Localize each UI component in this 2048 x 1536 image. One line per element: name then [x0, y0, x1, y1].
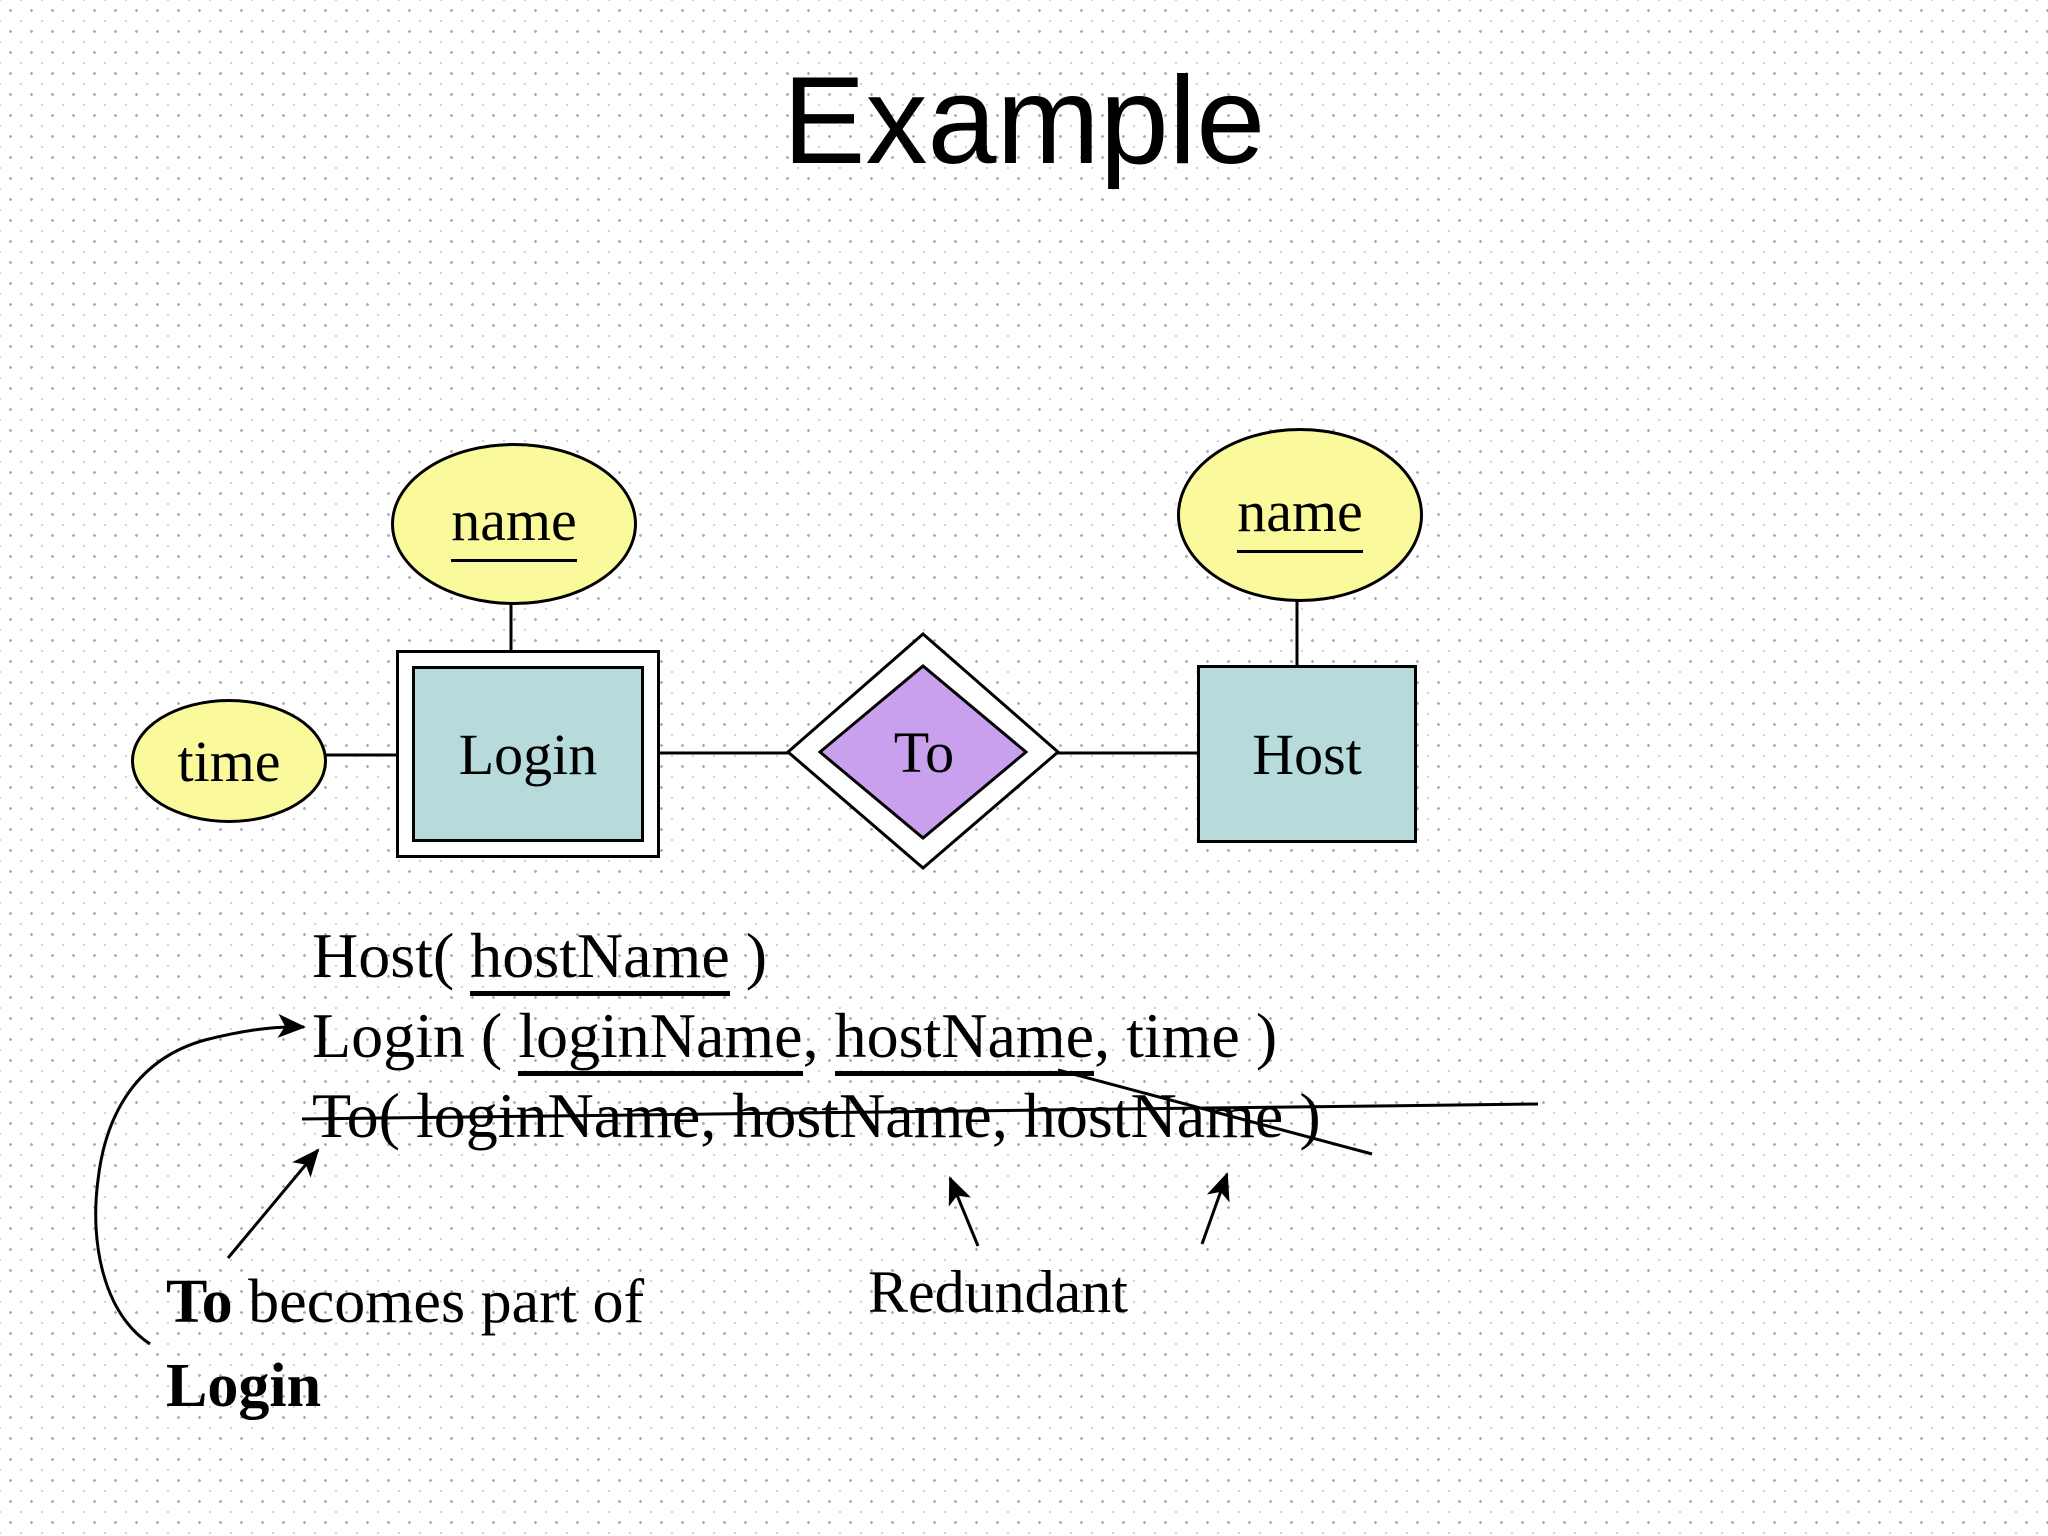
strikethrough-line	[301, 1102, 1539, 1121]
schema-login-sep: ,	[802, 1000, 835, 1071]
attribute-label-host-name: name	[1237, 478, 1363, 553]
entity-login-outer: Login	[396, 650, 660, 858]
curved-arrow	[94, 1013, 306, 1346]
attribute-label-login-name: name	[451, 487, 577, 562]
schema-line-to: To( loginName, hostName, hostName )	[312, 1080, 1321, 1151]
attribute-ellipse-host-name: name	[1177, 428, 1423, 602]
attribute-label-time: time	[177, 728, 281, 794]
note-bold-login: Login	[166, 1352, 322, 1420]
schema-host-prefix: Host(	[312, 920, 471, 991]
schema-line-login: Login ( loginName, hostName, time )	[312, 996, 1321, 1076]
note-regular: becomes part of	[232, 1268, 645, 1336]
schema-login-key1: loginName	[518, 1000, 803, 1076]
schema-login-key2: hostName	[834, 1000, 1095, 1076]
slide-title: Example	[782, 52, 1266, 190]
schema-text: Host( hostName ) Login ( loginName, host…	[312, 916, 1321, 1156]
attribute-ellipse-time: time	[131, 699, 327, 823]
schema-login-suffix: , time )	[1094, 1000, 1278, 1071]
relationship-label: To	[893, 719, 955, 785]
attribute-ellipse-login-name: name	[391, 443, 637, 605]
relationship-diamond-inner	[817, 664, 1029, 840]
note-text: To becomes part of Login	[166, 1260, 644, 1428]
schema-host-suffix: )	[729, 920, 768, 991]
entity-host: Host	[1197, 665, 1417, 843]
note-arrow	[226, 1148, 320, 1259]
entity-login: Login	[412, 666, 644, 842]
redundant-arrow-right	[1200, 1172, 1230, 1245]
schema-host-key: hostName	[470, 920, 730, 996]
redundant-arrow-left	[948, 1176, 980, 1247]
note-bold-to: To	[166, 1268, 233, 1336]
redundant-label: Redundant	[868, 1259, 1128, 1325]
schema-line-host: Host( hostName )	[312, 916, 1321, 996]
schema-login-prefix: Login (	[312, 1000, 519, 1071]
redundant-slash	[1057, 1068, 1373, 1156]
